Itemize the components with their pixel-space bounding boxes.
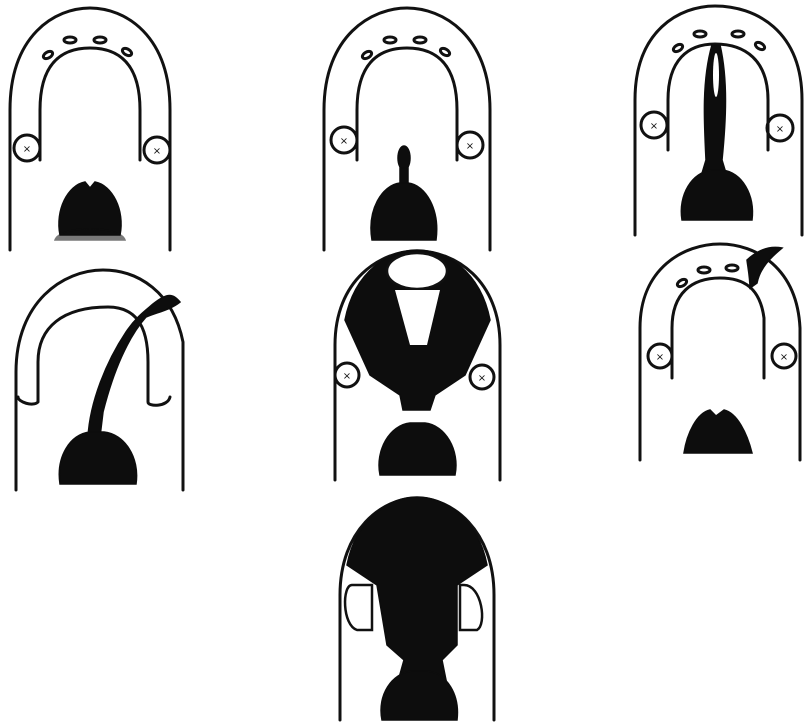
svg-text:×: × bbox=[776, 124, 784, 135]
cleft-gap bbox=[345, 497, 487, 685]
uvula-and-pharynx bbox=[681, 170, 752, 220]
svg-text:×: × bbox=[153, 146, 161, 157]
tonsil-left: × bbox=[641, 112, 667, 138]
tonsil-right: × bbox=[772, 344, 796, 368]
svg-text:×: × bbox=[343, 371, 351, 382]
palate-panel-normal: × × bbox=[0, 0, 180, 265]
tonsil-left: × bbox=[648, 344, 672, 368]
svg-text:×: × bbox=[780, 352, 788, 363]
teeth-row bbox=[676, 265, 738, 288]
tonsil-left: × bbox=[335, 363, 359, 387]
svg-text:×: × bbox=[656, 352, 664, 363]
tonsil-right: × bbox=[767, 115, 793, 141]
uvula-and-pharynx bbox=[684, 410, 752, 453]
uvula-and-pharynx bbox=[55, 182, 125, 240]
svg-text:×: × bbox=[650, 121, 658, 132]
svg-text:×: × bbox=[466, 141, 474, 152]
tonsil-left: × bbox=[14, 135, 40, 161]
uvula-and-pharynx bbox=[379, 423, 456, 475]
svg-text:×: × bbox=[340, 136, 348, 147]
svg-text:×: × bbox=[23, 144, 31, 155]
uvula-and-pharynx bbox=[59, 432, 136, 484]
palate-panel-alveolar-cleft: × × bbox=[632, 238, 807, 468]
palate-panel-bilateral-cleft: × × bbox=[325, 245, 510, 485]
tonsil-right: × bbox=[470, 365, 494, 389]
uvula-cleft-mark bbox=[398, 146, 410, 185]
cleft-gap bbox=[700, 45, 728, 180]
tonsil-right: × bbox=[457, 132, 483, 158]
palate-panel-unilateral-cleft bbox=[8, 262, 193, 497]
palate-panel-uvula-cleft: × × bbox=[312, 0, 502, 265]
palate-panel-wide-cleft bbox=[332, 495, 502, 726]
palate-panel-soft-palate-cleft: × × bbox=[630, 0, 807, 245]
cleft-gap bbox=[345, 250, 490, 410]
svg-text:×: × bbox=[478, 373, 486, 384]
uvula-and-pharynx bbox=[371, 183, 437, 240]
tonsil-left: × bbox=[331, 127, 357, 153]
tonsil-right: × bbox=[144, 137, 170, 163]
